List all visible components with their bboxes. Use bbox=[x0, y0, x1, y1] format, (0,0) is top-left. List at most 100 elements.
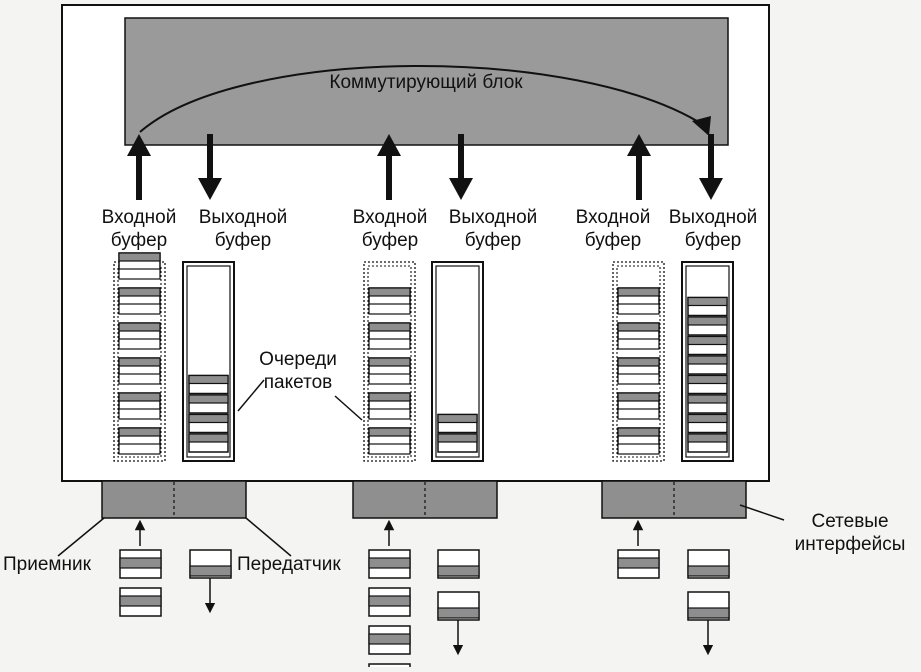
arrow-head bbox=[449, 178, 473, 200]
port-1-output-packet bbox=[188, 433, 229, 453]
arrow-head bbox=[127, 134, 151, 156]
port-2-tx-packet-header bbox=[437, 607, 480, 619]
packet-header bbox=[687, 413, 728, 424]
port-2-rx-packet-header bbox=[368, 595, 411, 607]
interfaces-pointer-line bbox=[739, 504, 785, 521]
port-1-output-packet bbox=[188, 413, 229, 434]
port-3-rx-packet-header bbox=[617, 557, 660, 569]
port-2-output-label-line1: Выходной bbox=[448, 207, 538, 228]
port-3-input-packet bbox=[617, 287, 660, 307]
port-3 bbox=[601, 134, 747, 519]
queue-pointer-line-2 bbox=[334, 395, 363, 421]
port-2-input-packet bbox=[368, 357, 411, 377]
port-2-network-interface bbox=[352, 480, 498, 519]
packet-body-lower bbox=[118, 338, 161, 350]
port-1-output-label-line1: Выходной bbox=[198, 207, 288, 228]
port-1-tx-packet-header bbox=[189, 565, 232, 577]
packet-body-lower bbox=[368, 338, 411, 350]
port-3-output-buffer-label: Выходной буфер bbox=[669, 206, 758, 252]
port-2-rx-packet-header bbox=[368, 633, 411, 645]
port-2-output-buffer-inner bbox=[435, 265, 480, 458]
queue-pointer-line-1 bbox=[237, 379, 265, 412]
network-interfaces-label: Сетевые интерфейсы bbox=[795, 510, 906, 556]
packet-body-lower bbox=[118, 373, 161, 385]
port-2-output-packet bbox=[437, 413, 478, 434]
packet-header bbox=[617, 322, 660, 332]
port-1-from-switch-arrow bbox=[198, 134, 222, 200]
port-1-to-switch-arrow bbox=[127, 134, 151, 200]
packet-header bbox=[368, 357, 411, 367]
packet-header bbox=[687, 355, 728, 365]
packet-body-lower bbox=[368, 408, 411, 420]
port-2-tx-packet-header bbox=[437, 565, 480, 577]
packet-header bbox=[687, 335, 728, 346]
port-2-input-packet bbox=[368, 322, 411, 342]
port-2-output-buffer-label: Выходной буфер bbox=[449, 206, 538, 252]
packet-queues-label: Очереди пакетов bbox=[259, 348, 337, 394]
packet-header bbox=[617, 357, 660, 367]
port-2-from-switch-arrow bbox=[449, 134, 473, 200]
port-1-input-packet bbox=[118, 427, 161, 447]
port-1-input-packet bbox=[118, 357, 161, 377]
port-2-output-packet bbox=[437, 433, 478, 453]
packet-queues-label-line1: Очереди bbox=[259, 349, 337, 370]
packet-header bbox=[118, 322, 161, 332]
packet-header bbox=[188, 374, 229, 385]
port-3-input-packet bbox=[617, 427, 660, 447]
transmitter-label: Передатчик bbox=[237, 554, 341, 575]
port-3-network-interface bbox=[601, 480, 747, 519]
port-2-input-label-line1: Входной bbox=[352, 207, 428, 228]
transmitter-pointer-line bbox=[245, 517, 292, 557]
port-1-input-buffer-label: Входной буфер bbox=[102, 206, 177, 252]
arrow-head bbox=[699, 178, 723, 200]
packet-body-lower bbox=[617, 408, 660, 420]
port-1-output-label-line2: буфер bbox=[214, 230, 272, 251]
packet-header bbox=[188, 394, 229, 404]
port-3-to-switch-arrow bbox=[627, 134, 651, 200]
port-2-input-buffer bbox=[363, 261, 416, 462]
switching-block-title: Коммутирующий блок bbox=[329, 72, 523, 93]
port-1-input-label-line1: Входной bbox=[101, 207, 177, 228]
port-3-output-packet bbox=[687, 296, 728, 317]
port-3-output-packet bbox=[687, 413, 728, 434]
port-1-network-interface bbox=[101, 480, 247, 519]
network-interfaces-label-line2: интерфейсы bbox=[794, 534, 906, 555]
port-3-input-packet bbox=[617, 392, 660, 412]
port-1-input-label-line2: буфер bbox=[110, 230, 168, 251]
packet-header bbox=[118, 252, 161, 262]
port-2-input-packet bbox=[368, 427, 411, 447]
network-interfaces-label-line1: Сетевые bbox=[811, 511, 889, 532]
packet-header bbox=[687, 433, 728, 443]
port-3-input-buffer-inner bbox=[616, 265, 661, 458]
packet-body-lower bbox=[368, 443, 411, 455]
port-3-output-packet bbox=[687, 433, 728, 453]
port-3-output-label-line1: Выходной bbox=[668, 207, 758, 228]
port-2-input-packet bbox=[368, 392, 411, 412]
arrow-head bbox=[198, 178, 222, 200]
port-3-tx-packet-header bbox=[687, 565, 730, 577]
port-1 bbox=[101, 134, 247, 519]
packet-header bbox=[118, 357, 161, 367]
port-1-input-packet bbox=[118, 322, 161, 342]
packet-header bbox=[687, 374, 728, 385]
port-1-output-packet bbox=[188, 394, 229, 414]
port-3-external-traffic bbox=[617, 519, 730, 656]
packet-body-lower bbox=[368, 303, 411, 315]
port-3-output-packet bbox=[687, 374, 728, 395]
packet-header bbox=[118, 287, 161, 297]
switch-transfer-arrowhead bbox=[692, 116, 711, 136]
switching-block bbox=[124, 17, 729, 146]
packet-header bbox=[437, 413, 478, 424]
port-1-output-packet bbox=[188, 374, 229, 395]
port-1-rx-packet-header bbox=[119, 557, 162, 569]
packet-header bbox=[118, 427, 161, 437]
switch-transfer-arrow bbox=[139, 65, 706, 133]
port-2 bbox=[352, 134, 498, 519]
port-1-external-traffic bbox=[119, 519, 232, 617]
port-3-input-packet bbox=[617, 357, 660, 377]
packet-header bbox=[617, 427, 660, 437]
packet-header bbox=[617, 392, 660, 402]
port-1-output-buffer-label: Выходной буфер bbox=[199, 206, 288, 252]
port-1-rx-packet-header bbox=[119, 595, 162, 607]
